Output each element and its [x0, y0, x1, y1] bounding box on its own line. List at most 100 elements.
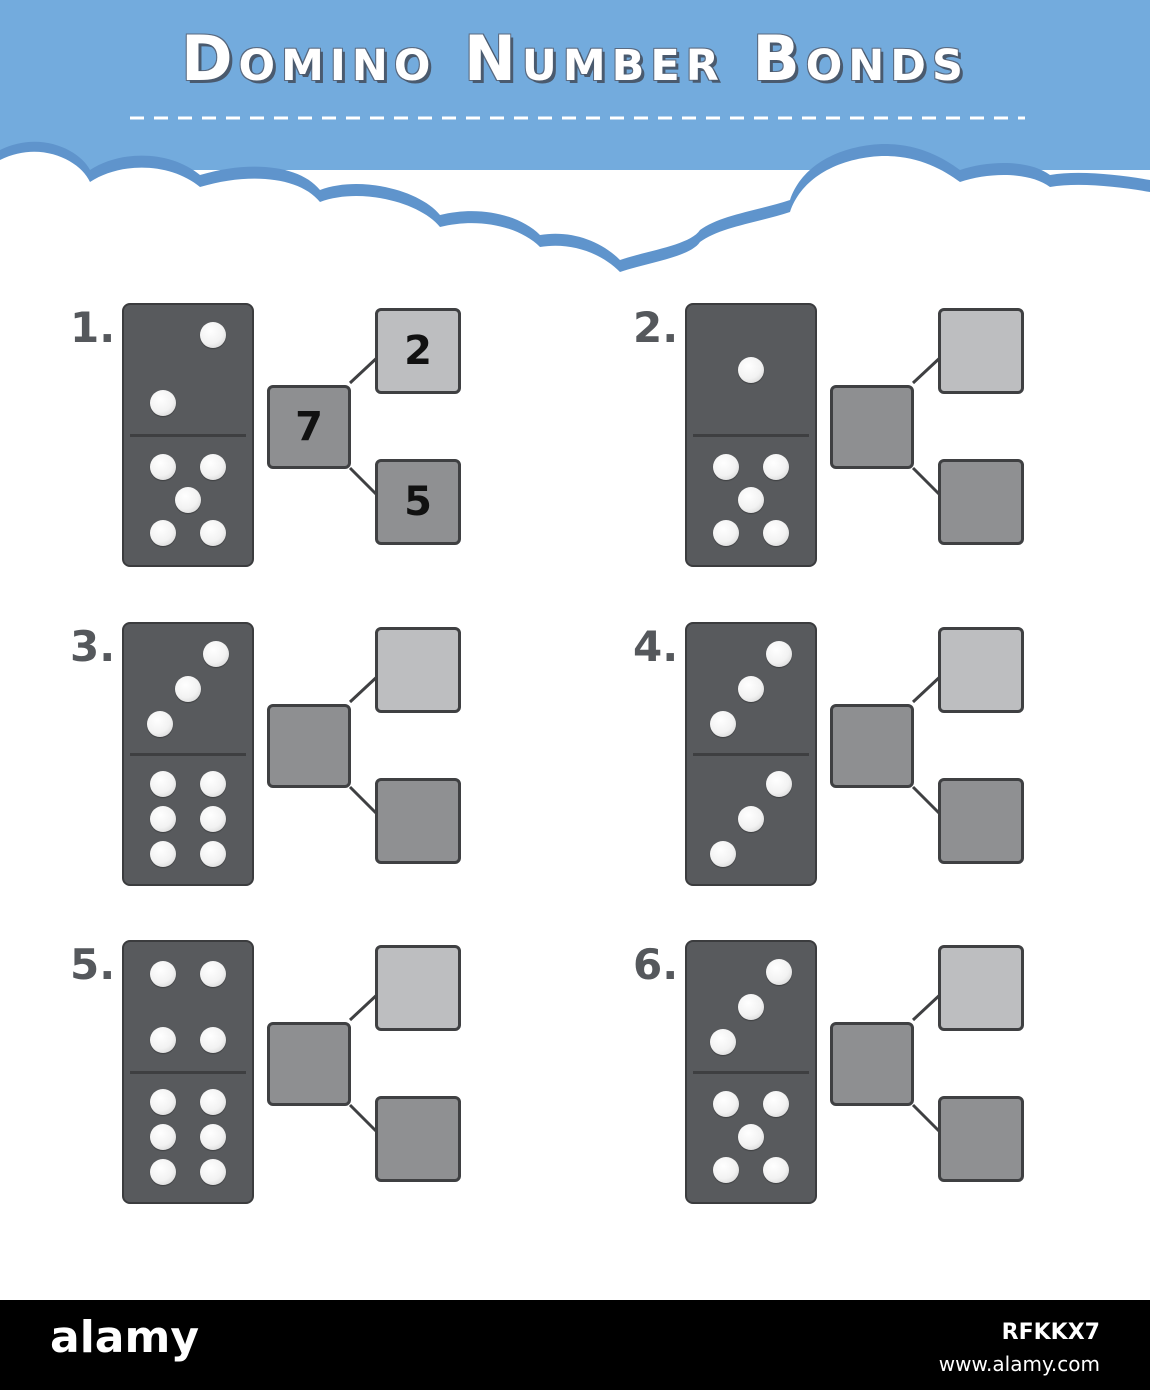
bottom-pip	[175, 487, 201, 513]
top-pip	[150, 960, 177, 987]
top-pip	[147, 711, 173, 738]
bond-connectors	[911, 990, 945, 1137]
top-pip	[738, 357, 764, 383]
top-pip	[150, 390, 177, 417]
top-pip	[738, 994, 764, 1020]
bottom-pip	[199, 806, 226, 832]
top-pip	[199, 1027, 226, 1054]
bottom-pip	[150, 770, 177, 797]
problem-number: 6.	[633, 940, 679, 989]
bottom-pip	[199, 841, 226, 868]
bottom-pip	[150, 1088, 177, 1115]
problem-4: 4.	[633, 622, 1150, 892]
part-top-box[interactable]: 2	[375, 308, 461, 394]
bottom-pip	[150, 453, 177, 480]
problem-number: 1.	[70, 303, 116, 352]
bottom-pip	[150, 1124, 177, 1150]
bottom-pip	[713, 1157, 740, 1184]
bottom-pip	[199, 1124, 226, 1150]
domino-tile	[685, 303, 817, 567]
bottom-pip	[199, 520, 226, 547]
part-bottom-box[interactable]	[938, 778, 1024, 864]
part-bottom-box[interactable]: 5	[375, 459, 461, 545]
domino-divider	[130, 753, 246, 756]
bottom-pip	[766, 770, 792, 797]
page-title: Domino Number Bonds	[181, 22, 969, 95]
problem-number: 5.	[70, 940, 116, 989]
problem-number: 3.	[70, 622, 116, 671]
top-pip	[203, 640, 229, 667]
top-pip	[738, 676, 764, 702]
bottom-pip	[738, 806, 764, 832]
bottom-pip	[150, 1159, 177, 1186]
whole-box[interactable]	[830, 1022, 914, 1106]
bottom-pip	[199, 1088, 226, 1115]
bottom-pip	[762, 1090, 789, 1117]
domino-divider	[693, 753, 809, 756]
whole-box[interactable]	[830, 385, 914, 469]
image-id-label: RFKKX7	[1001, 1320, 1100, 1345]
part-bottom-box[interactable]	[375, 1096, 461, 1182]
whole-box[interactable]	[267, 1022, 351, 1106]
domino-tile	[122, 940, 254, 1204]
bottom-pip	[150, 520, 177, 547]
problem-number: 4.	[633, 622, 679, 671]
whole-box[interactable]	[267, 704, 351, 788]
domino-divider	[693, 434, 809, 437]
bond-connectors	[911, 672, 945, 819]
part-top-box[interactable]	[375, 945, 461, 1031]
part-bottom-box[interactable]	[938, 1096, 1024, 1182]
domino-tile	[122, 622, 254, 886]
domino-divider	[693, 1071, 809, 1074]
part-top-box[interactable]	[375, 627, 461, 713]
problem-6: 6.	[633, 940, 1150, 1210]
top-pip	[710, 1029, 736, 1056]
domino-divider	[130, 1071, 246, 1074]
bottom-pip	[713, 453, 740, 480]
domino-tile	[685, 940, 817, 1204]
top-pip	[766, 640, 792, 667]
problem-3: 3.	[70, 622, 622, 892]
bottom-pip	[199, 453, 226, 480]
brand-logo: alamy	[50, 1312, 199, 1363]
part-top-box[interactable]	[938, 308, 1024, 394]
part-bottom-box[interactable]	[938, 459, 1024, 545]
bottom-pip	[762, 520, 789, 547]
top-pip	[175, 676, 201, 702]
domino-tile	[122, 303, 254, 567]
whole-box[interactable]	[830, 704, 914, 788]
whole-box[interactable]: 7	[267, 385, 351, 469]
top-pip	[199, 321, 226, 348]
bond-connectors	[348, 672, 382, 819]
part-bottom-box[interactable]	[375, 778, 461, 864]
bottom-pip	[199, 1159, 226, 1186]
problem-2: 2.	[633, 303, 1150, 573]
domino-divider	[130, 434, 246, 437]
top-pip	[150, 1027, 177, 1054]
bottom-pip	[738, 1124, 764, 1150]
problem-5: 5.	[70, 940, 622, 1210]
bottom-pip	[710, 841, 736, 868]
part-top-box[interactable]	[938, 945, 1024, 1031]
bottom-pip	[738, 487, 764, 513]
top-pip	[710, 711, 736, 738]
bottom-pip	[713, 1090, 740, 1117]
footer-bar: alamy RFKKX7 www.alamy.com	[0, 1300, 1150, 1390]
bottom-pip	[150, 841, 177, 868]
bond-connectors	[348, 353, 382, 500]
bottom-pip	[150, 806, 177, 832]
sky-cloud-header	[0, 0, 1150, 290]
bottom-pip	[199, 770, 226, 797]
bottom-pip	[762, 453, 789, 480]
top-pip	[766, 958, 792, 985]
bottom-pip	[713, 520, 740, 547]
bond-connectors	[348, 990, 382, 1137]
domino-tile	[685, 622, 817, 886]
problem-number: 2.	[633, 303, 679, 352]
site-url: www.alamy.com	[938, 1352, 1100, 1376]
top-pip	[199, 960, 226, 987]
part-top-box[interactable]	[938, 627, 1024, 713]
bond-connectors	[911, 353, 945, 500]
bottom-pip	[762, 1157, 789, 1184]
